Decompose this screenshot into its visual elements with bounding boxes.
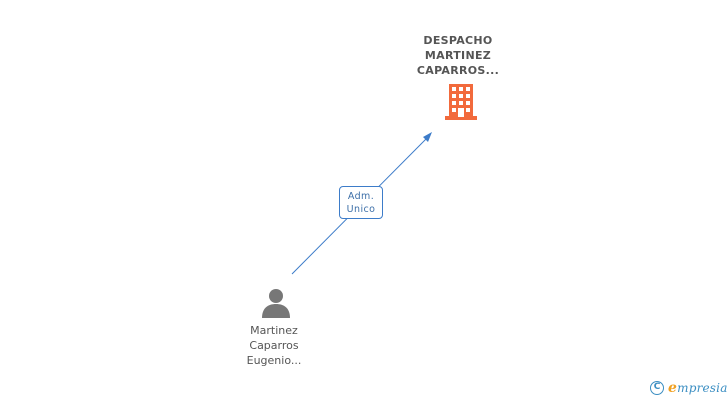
- arrow-head-icon: [423, 132, 432, 142]
- company-name-line-3: CAPARROS...: [416, 64, 500, 77]
- brand-watermark: C empresia: [650, 379, 728, 397]
- building-icon[interactable]: [445, 84, 477, 120]
- person-name[interactable]: Martinez Caparros Eugenio...: [224, 323, 324, 368]
- company-name-line-2: MARTINEZ: [424, 49, 492, 62]
- role-line-1: Adm.: [347, 191, 375, 202]
- copyright-icon: C: [650, 381, 664, 395]
- person-name-line-3: Eugenio...: [246, 354, 302, 367]
- company-name-line-1: DESPACHO: [423, 34, 493, 47]
- brand-rest: mpresia: [677, 381, 728, 395]
- person-icon[interactable]: [261, 288, 291, 318]
- person-name-line-1: Martinez: [250, 324, 298, 337]
- role-line-2: Unico: [346, 204, 376, 215]
- person-name-line-2: Caparros: [249, 339, 299, 352]
- role-badge[interactable]: Adm. Unico: [339, 186, 383, 219]
- brand-first-letter: e: [668, 380, 678, 396]
- brand-name: empresia: [668, 380, 728, 396]
- company-name[interactable]: DESPACHO MARTINEZ CAPARROS...: [398, 33, 518, 78]
